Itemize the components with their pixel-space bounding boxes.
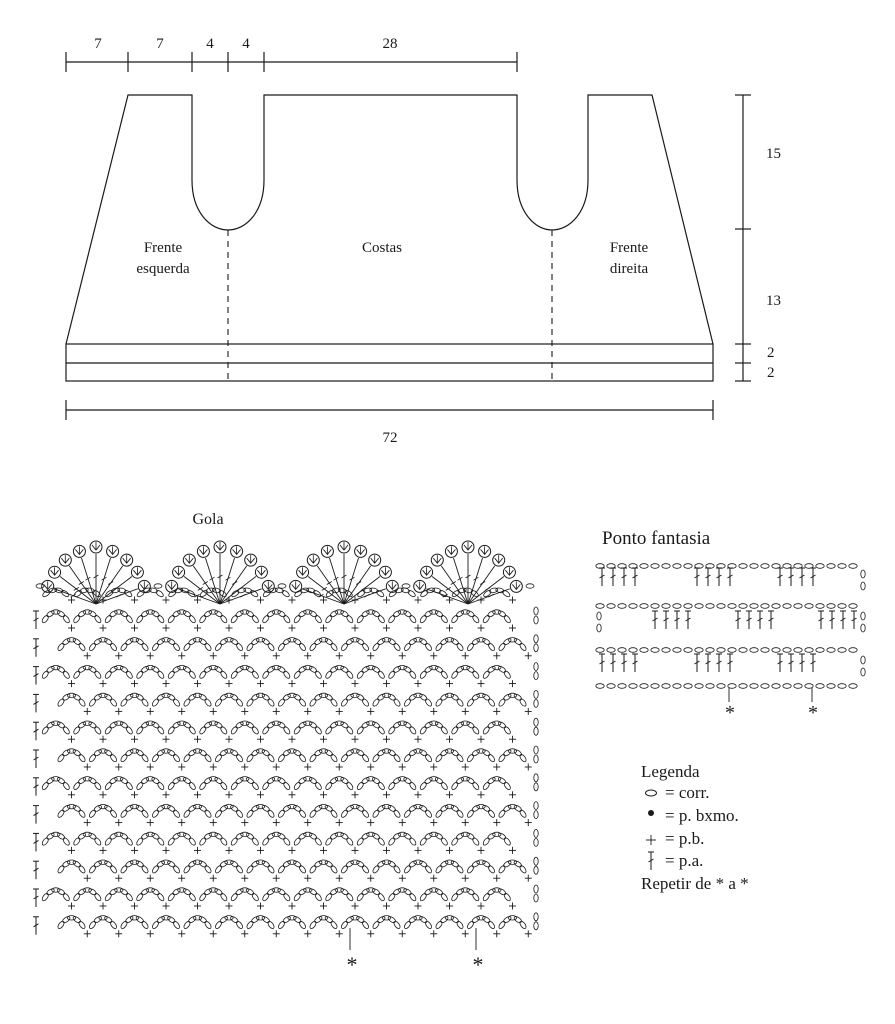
bottom-dimension-line bbox=[65, 400, 714, 420]
right-dim-2: 13 bbox=[766, 293, 781, 309]
pf-repeat-mark-2: * bbox=[808, 702, 818, 724]
right-dim-4: 2 bbox=[767, 365, 775, 381]
label-right-front-2: direita bbox=[610, 261, 649, 277]
ponto-fantasia-title: Ponto fantasia bbox=[602, 528, 711, 549]
legend-item-4: = p.a. bbox=[665, 851, 703, 870]
gola-title: Gola bbox=[192, 511, 223, 528]
garment-outline bbox=[65, 94, 714, 345]
legend-title: Legenda bbox=[641, 762, 700, 781]
right-dim-1: 15 bbox=[766, 146, 781, 162]
label-right-front-1: Frente bbox=[610, 240, 649, 256]
ponto-fantasia-chart: Ponto fantasia * * bbox=[595, 528, 866, 724]
top-dim-3: 4 bbox=[206, 36, 214, 52]
legend-item-1: = corr. bbox=[665, 783, 710, 802]
legend: Legenda = corr. = p. bxmo. = p.b. = p.a.… bbox=[641, 762, 749, 893]
top-dim-4: 4 bbox=[242, 36, 250, 52]
top-dimension-line bbox=[65, 52, 518, 72]
gola-repeat-mark-2: * bbox=[473, 952, 484, 977]
legend-item-3: = p.b. bbox=[665, 829, 704, 848]
top-dim-2: 7 bbox=[156, 36, 164, 52]
gola-repeat-mark-1: * bbox=[347, 952, 358, 977]
right-dimension-line bbox=[735, 94, 751, 382]
label-left-front-2: esquerda bbox=[136, 261, 190, 277]
legend-item-2: = p. bxmo. bbox=[665, 806, 739, 825]
right-dim-3: 2 bbox=[767, 345, 775, 361]
top-dim-1: 7 bbox=[94, 36, 102, 52]
gola-chart: Gola * * bbox=[32, 511, 539, 977]
pf-repeat-mark-1: * bbox=[725, 702, 735, 724]
garment-schematic: 7 7 4 4 28 Frente esquerda Costas Frente… bbox=[65, 36, 781, 446]
gola-mesh bbox=[32, 587, 539, 938]
bottom-dim: 72 bbox=[383, 430, 398, 446]
label-back: Costas bbox=[362, 240, 402, 256]
chain-oval-icon bbox=[645, 789, 657, 797]
legend-repeat-text: Repetir de * a * bbox=[641, 874, 749, 893]
gola-fans bbox=[35, 540, 535, 605]
ponto-fantasia-grid bbox=[595, 563, 866, 689]
single-crochet-plus-icon bbox=[646, 835, 656, 845]
label-left-front-1: Frente bbox=[144, 240, 183, 256]
double-crochet-icon bbox=[647, 851, 655, 871]
slip-stitch-dot-icon bbox=[648, 810, 654, 816]
top-dim-5: 28 bbox=[383, 36, 398, 52]
